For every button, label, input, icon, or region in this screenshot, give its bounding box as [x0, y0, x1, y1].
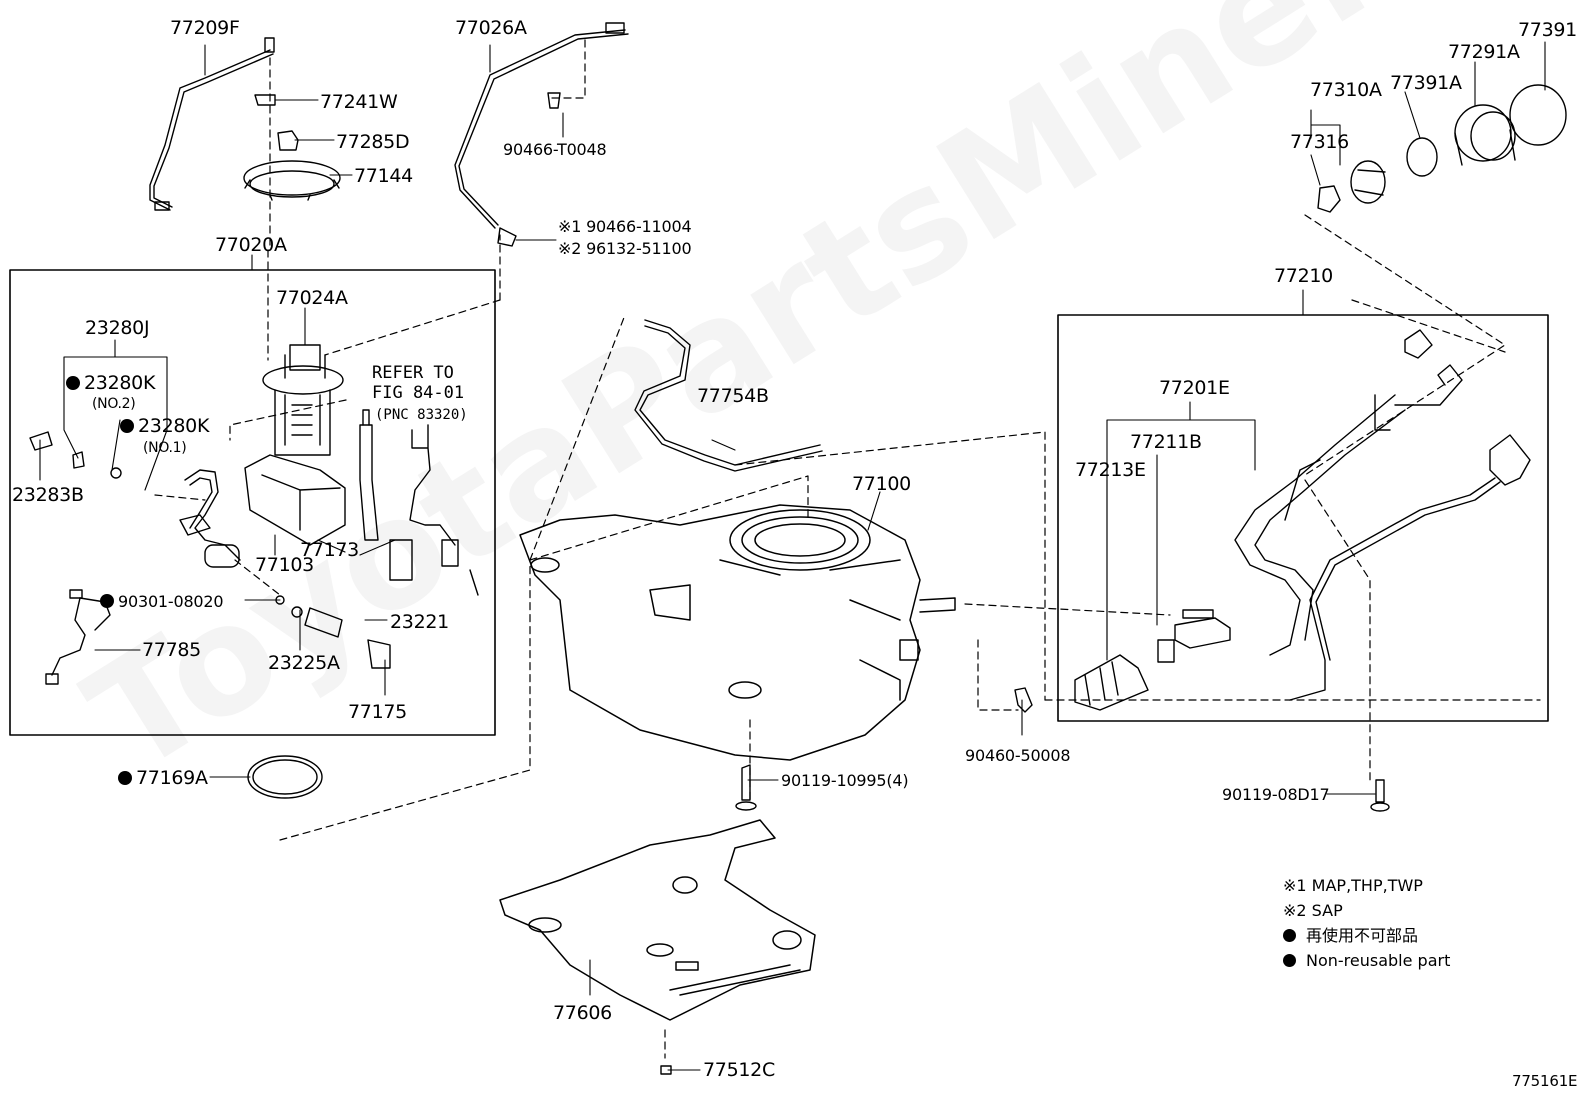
callout-77020A: 77020A — [215, 234, 287, 256]
legend-note-2: ※2 SAP — [1283, 901, 1343, 920]
callout-90466-T0048: 90466-T0048 — [503, 140, 607, 159]
callout-77310A: 77310A — [1310, 79, 1382, 101]
callout-23280K-no1: 23280K — [120, 416, 209, 436]
callout-77291A: 77291A — [1448, 41, 1520, 63]
callout-77316: 77316 — [1290, 131, 1349, 153]
non-reusable-dot — [1283, 929, 1296, 942]
filler-pipe-77210 — [1074, 329, 1531, 711]
cap-parts — [1317, 84, 1567, 213]
callout-23280K-no2: 23280K — [66, 373, 155, 393]
callout-23221: 23221 — [390, 611, 449, 633]
refer-text-line2: FIG 84-01 — [372, 383, 465, 403]
callout-77024A: 77024A — [276, 287, 348, 309]
callout-77391: 77391 — [1518, 19, 1577, 41]
protector-77606 — [499, 819, 816, 1021]
callout-77606: 77606 — [553, 1002, 612, 1024]
callout-23283B: 23283B — [12, 484, 84, 506]
lock-ring-77144 — [243, 160, 341, 201]
callout-77100: 77100 — [852, 473, 911, 495]
callout-77210: 77210 — [1274, 265, 1333, 287]
callout-77785: 77785 — [142, 639, 201, 661]
callout-90119-10995: 90119-10995(4) — [781, 771, 909, 790]
callout-96132-51100: ※2 96132-51100 — [558, 239, 692, 258]
callout-no2: (NO.2) — [92, 396, 136, 412]
pump-tube-parts — [29, 431, 391, 669]
callout-90119-08D17: 90119-08D17 — [1222, 785, 1330, 804]
callout-90460-50008: 90460-50008 — [965, 746, 1071, 765]
non-reusable-dot — [66, 376, 80, 390]
fuel-pump-module-77024A — [244, 344, 346, 546]
callout-77209F: 77209F — [170, 17, 240, 39]
callout-77144: 77144 — [354, 165, 413, 187]
non-reusable-dot — [100, 594, 114, 608]
callout-77391A: 77391A — [1390, 72, 1462, 94]
clip-77512C — [660, 1065, 672, 1075]
callout-77241W: 77241W — [320, 91, 398, 113]
callout-77103: 77103 — [255, 554, 314, 576]
clips — [254, 92, 561, 151]
callout-77285D: 77285D — [336, 131, 410, 153]
callout-23225A: 23225A — [268, 652, 340, 674]
bolt-90119-08D17 — [1370, 779, 1390, 812]
filler-pipe-box — [1057, 314, 1549, 722]
legend: ※1 MAP,THP,TWP ※2 SAP 再使用不可部品 Non-reusab… — [1283, 876, 1450, 976]
callout-77026A: 77026A — [455, 17, 527, 39]
tube-77026A — [454, 22, 629, 247]
callout-77213E: 77213E — [1075, 459, 1146, 481]
hose-77754B — [634, 319, 823, 472]
refer-text-line1: REFER TO — [372, 363, 454, 383]
legend-note-1: ※1 MAP,THP,TWP — [1283, 876, 1423, 895]
non-reusable-dot — [118, 771, 132, 785]
refer-text-line3: (PNC 83320) — [375, 407, 468, 423]
figure-id: 775161E — [1512, 1072, 1578, 1090]
callout-77211B: 77211B — [1130, 431, 1202, 453]
fuel-tank-77100 — [519, 504, 956, 761]
callout-90301-08020: 90301-08020 — [100, 593, 224, 611]
callout-23280J: 23280J — [85, 317, 150, 339]
callout-77175: 77175 — [348, 701, 407, 723]
non-reusable-dot — [1283, 954, 1296, 967]
bolt-90119-10995 — [735, 764, 757, 811]
clamp-90460-50008 — [1014, 687, 1033, 713]
callout-77754B: 77754B — [697, 385, 769, 407]
callout-77169A: 77169A — [118, 768, 208, 788]
callout-77173: 77173 — [300, 539, 359, 561]
legend-non-reusable-en: Non-reusable part — [1283, 951, 1450, 976]
gasket-77169A — [247, 755, 323, 799]
callout-77512C: 77512C — [703, 1059, 775, 1081]
callout-77201E: 77201E — [1159, 377, 1230, 399]
legend-non-reusable-jp: 再使用不可部品 — [1283, 926, 1450, 951]
callout-no1: (NO.1) — [143, 440, 187, 456]
non-reusable-dot — [120, 419, 134, 433]
gauge-and-wires — [45, 409, 479, 685]
sender-wire-77209F — [149, 37, 275, 211]
callout-90466-11004: ※1 90466-11004 — [558, 217, 692, 236]
